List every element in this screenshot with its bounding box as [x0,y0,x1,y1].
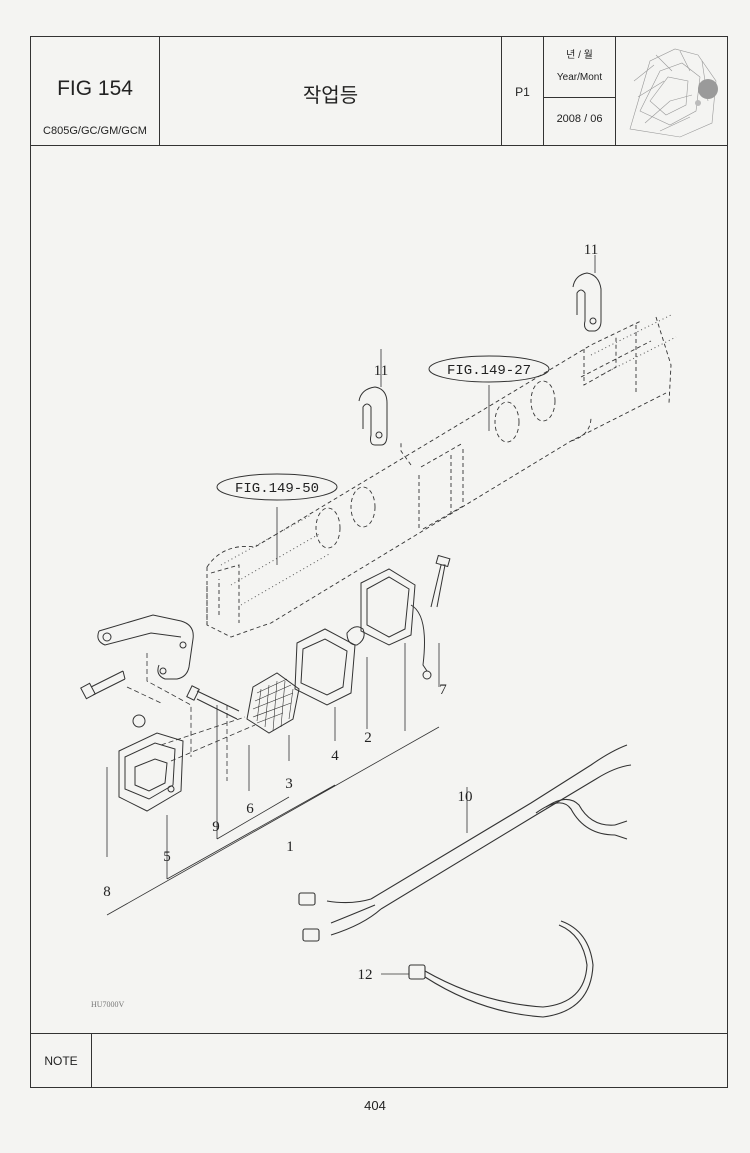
callout-7: 7 [439,682,447,698]
figure-cell: FIG 154 C805G/GC/GM/GCM [31,37,160,145]
thumbnail-cell [616,37,727,145]
model-list: C805G/GC/GM/GCM [43,125,147,137]
page-number: 404 [364,1098,386,1113]
page-code: P1 [515,85,530,99]
callout-3: 3 [285,776,293,792]
header: FIG 154 C805G/GC/GM/GCM 작업등 P1 년 / 월 Yea… [31,37,727,146]
fig-ref-149-50: FIG.149-50 [235,481,319,497]
year-month-english: Year/Mont [556,72,603,83]
callout-9: 9 [212,819,220,835]
callout-6: 6 [246,801,254,817]
note-label: NOTE [31,1034,92,1088]
note-row: NOTE [31,1033,727,1088]
callout-4: 4 [331,748,339,764]
title-cell: 작업등 [160,37,502,145]
machine-thumbnail-icon [629,48,718,138]
fig-ref-149-27: FIG.149-27 [447,363,531,379]
year-month-value: 2008 / 06 [556,113,603,125]
callout-2: 2 [364,730,372,746]
callout-8: 8 [103,884,111,900]
callout-11-right: 11 [584,242,598,258]
callout-5: 5 [163,849,171,865]
callout-1: 1 [286,839,294,855]
part-title: 작업등 [302,85,359,107]
year-month-cell: 년 / 월 Year/Mont 2008 / 06 [544,37,616,145]
callout-11-left: 11 [374,363,388,379]
figure-number: FIG 154 [57,77,133,100]
drawing-code: HU7000V [91,1000,125,1009]
year-month-korean: 년 / 월 [566,50,593,61]
parts-sheet: FIG 154 C805G/GC/GM/GCM 작업등 P1 년 / 월 Yea… [30,36,728,1088]
page-code-cell: P1 [502,37,544,145]
exploded-diagram: FIG.149-27 FIG.149-50 11 11 7 2 4 3 1 6 … [31,145,727,1033]
callout-10: 10 [458,789,473,805]
year-month-label-box: 년 / 월 Year/Mont [544,37,615,98]
callout-12: 12 [358,967,373,983]
